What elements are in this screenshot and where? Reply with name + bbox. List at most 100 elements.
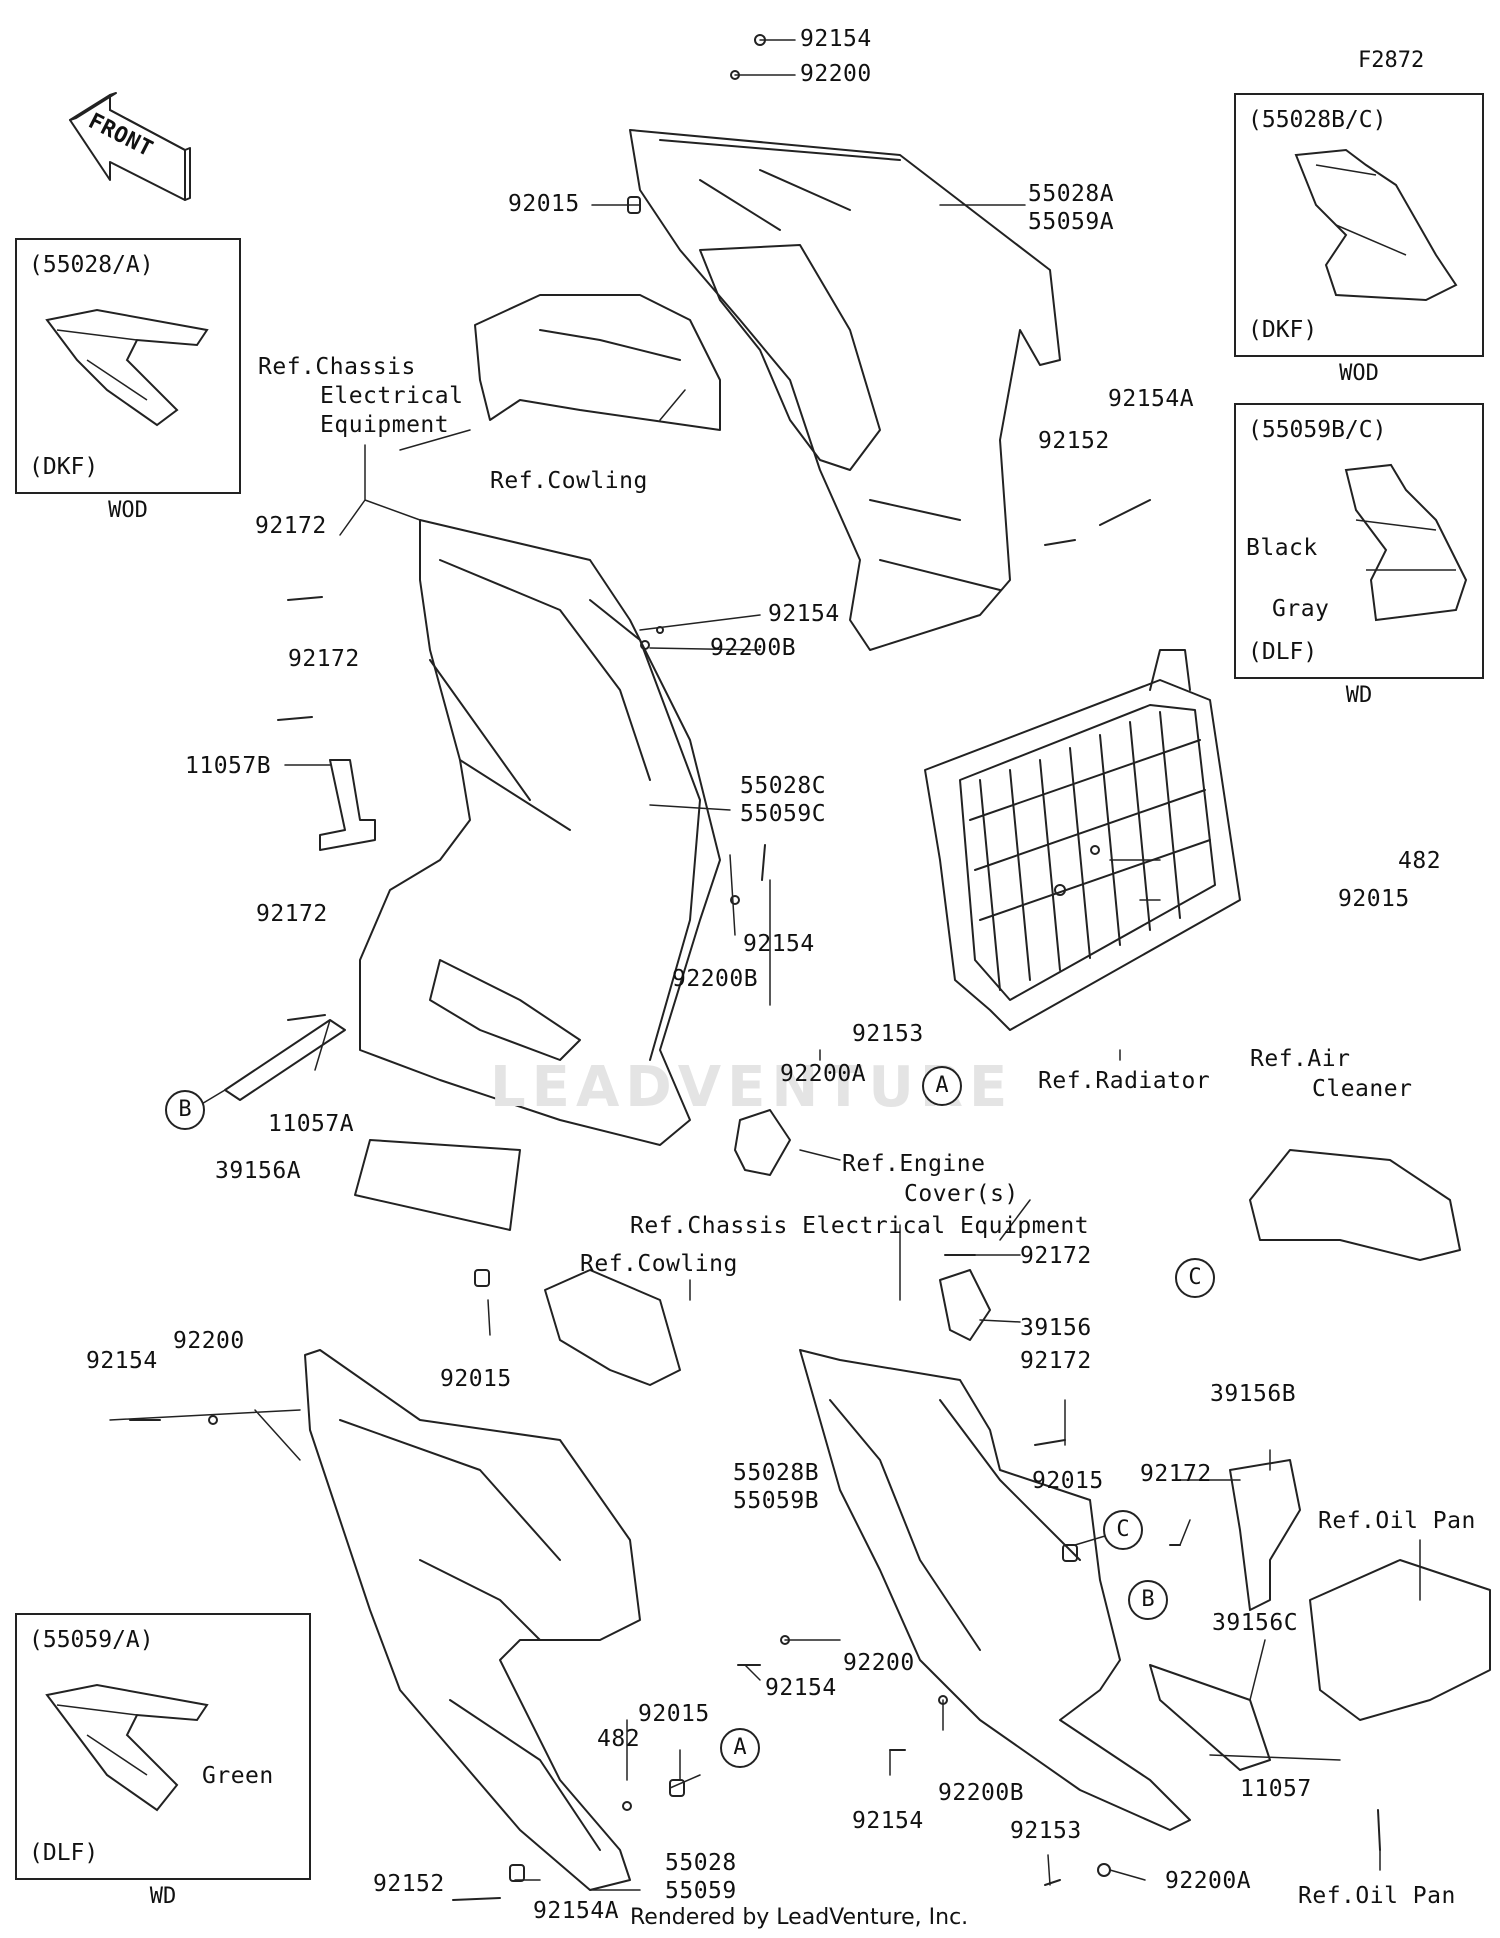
inset-caption: WD xyxy=(1345,683,1373,708)
lower-right-cowl-part xyxy=(799,1349,1191,1831)
note-black: Black xyxy=(1246,535,1318,561)
ref-label: Electrical xyxy=(320,383,464,409)
upper-cowl-part xyxy=(629,129,1061,651)
ref-label: Equipment xyxy=(320,412,450,438)
inset-part-image xyxy=(45,308,209,427)
part-label: 92152 xyxy=(1038,428,1110,454)
part-label: 92153 xyxy=(852,1021,924,1047)
radiator-part xyxy=(924,649,1241,1031)
inset-55059-a: (55059/A) Green (DLF) WD xyxy=(15,1613,311,1909)
part-label: 92200B xyxy=(710,635,797,661)
part-label: 92154 xyxy=(743,931,815,957)
part-label: 55028 xyxy=(665,1850,737,1876)
part-label: 92154 xyxy=(765,1675,837,1701)
callout-a: A xyxy=(922,1066,962,1106)
inset-part-image xyxy=(1344,463,1468,622)
part-label: 11057A xyxy=(268,1111,355,1137)
part-label: 92200B xyxy=(672,966,759,992)
inset-caption: WD xyxy=(149,1884,177,1909)
inset-55059b-c: (55059B/C) Black Gray (DLF) WD xyxy=(1234,403,1484,708)
part-label: 92200 xyxy=(843,1650,915,1676)
part-label: 92153 xyxy=(1010,1818,1082,1844)
callout-c: C xyxy=(1103,1510,1143,1550)
note-green: Green xyxy=(202,1763,274,1789)
callout-c: C xyxy=(1175,1258,1215,1298)
pad-39156C xyxy=(1149,1664,1271,1771)
part-label: 92172 xyxy=(1020,1243,1092,1269)
diagram-code: F2872 xyxy=(1358,48,1425,73)
part-label: 92015 xyxy=(508,191,580,217)
inset-variant: (DLF) xyxy=(1248,639,1318,665)
inset-title: (55028/A) xyxy=(29,252,154,278)
pad-39156 xyxy=(939,1269,991,1341)
ref-label: Ref.Engine xyxy=(842,1151,986,1177)
inset-55028-a: (55028/A) (DKF) WOD xyxy=(15,238,241,523)
ref-label: Ref.Air xyxy=(1250,1046,1351,1072)
part-label: 482 xyxy=(1398,848,1442,874)
part-label: 92154 xyxy=(852,1808,924,1834)
part-label: 92015 xyxy=(638,1701,710,1727)
inset-title: (55059B/C) xyxy=(1248,417,1387,443)
part-label: 55028B xyxy=(733,1460,820,1486)
part-label: 92200 xyxy=(173,1328,245,1354)
part-label: 92172 xyxy=(1020,1348,1092,1374)
part-label: 92172 xyxy=(255,513,327,539)
cowling-small-part xyxy=(544,1269,681,1386)
inset-part-image xyxy=(1294,148,1458,302)
part-label: 55059 xyxy=(665,1878,737,1904)
inset-title: (55059/A) xyxy=(29,1627,154,1653)
air-cleaner-part xyxy=(1249,1149,1461,1261)
part-label: 92200B xyxy=(938,1780,1025,1806)
inset-55028b-c: (55028B/C) (DKF) WOD xyxy=(1234,93,1484,386)
part-label: 92172 xyxy=(288,646,360,672)
part-label: 55059A xyxy=(1028,209,1115,235)
part-label: 39156A xyxy=(215,1158,302,1184)
inset-variant: (DKF) xyxy=(29,454,99,480)
front-arrow-icon xyxy=(69,92,191,201)
bracket-11057A xyxy=(224,1019,346,1101)
middle-fairing-part xyxy=(359,519,721,1146)
part-label: 92154A xyxy=(1108,386,1195,412)
pad-39156B xyxy=(1229,1459,1301,1611)
inset-variant: (DLF) xyxy=(29,1840,99,1866)
fasteners xyxy=(129,34,1381,1901)
ref-label: Cleaner xyxy=(1312,1076,1413,1102)
callout-b: B xyxy=(1128,1580,1168,1620)
ref-label: Ref.Oil Pan xyxy=(1318,1508,1476,1534)
watermark: LEADVENTURE xyxy=(490,1055,1014,1120)
part-label: 11057B xyxy=(185,753,272,779)
bracket-11057B xyxy=(319,759,376,851)
part-label: 92154 xyxy=(800,26,872,52)
lower-left-cowl-part xyxy=(304,1349,641,1891)
part-label: 39156C xyxy=(1212,1610,1299,1636)
part-label: 92200A xyxy=(1165,1868,1252,1894)
part-label: 39156B xyxy=(1210,1381,1297,1407)
part-label: 92154 xyxy=(768,601,840,627)
part-label: 92015 xyxy=(1338,886,1410,912)
callout-b: B xyxy=(165,1090,205,1130)
part-label: 55028A xyxy=(1028,181,1115,207)
ref-cowling-nose-part xyxy=(474,294,721,431)
inset-variant: (DKF) xyxy=(1248,317,1318,343)
note-gray: Gray xyxy=(1272,596,1330,622)
inset-title: (55028B/C) xyxy=(1248,107,1387,133)
part-label: 92200 xyxy=(800,61,872,87)
bracket-engine-cover xyxy=(734,1109,791,1176)
ref-label: Ref.Cowling xyxy=(580,1251,738,1277)
part-label: 92172 xyxy=(1140,1461,1212,1487)
part-label: 92015 xyxy=(440,1366,512,1392)
part-label: 92015 xyxy=(1032,1468,1104,1494)
callout-a: A xyxy=(720,1728,760,1768)
oil-pan-part xyxy=(1309,1559,1491,1721)
ref-label: Cover(s) xyxy=(904,1181,1019,1207)
part-label: 11057 xyxy=(1240,1776,1312,1802)
seal-39156A xyxy=(354,1139,521,1231)
part-label: 39156 xyxy=(1020,1315,1092,1341)
ref-label: Ref.Oil Pan xyxy=(1298,1883,1456,1909)
part-label: 92154 xyxy=(86,1348,158,1374)
inset-caption: WOD xyxy=(108,498,148,523)
ref-label: Ref.Chassis Electrical Equipment xyxy=(630,1213,1090,1239)
part-label: 92172 xyxy=(256,901,328,927)
ref-label: Ref.Chassis xyxy=(258,354,416,380)
